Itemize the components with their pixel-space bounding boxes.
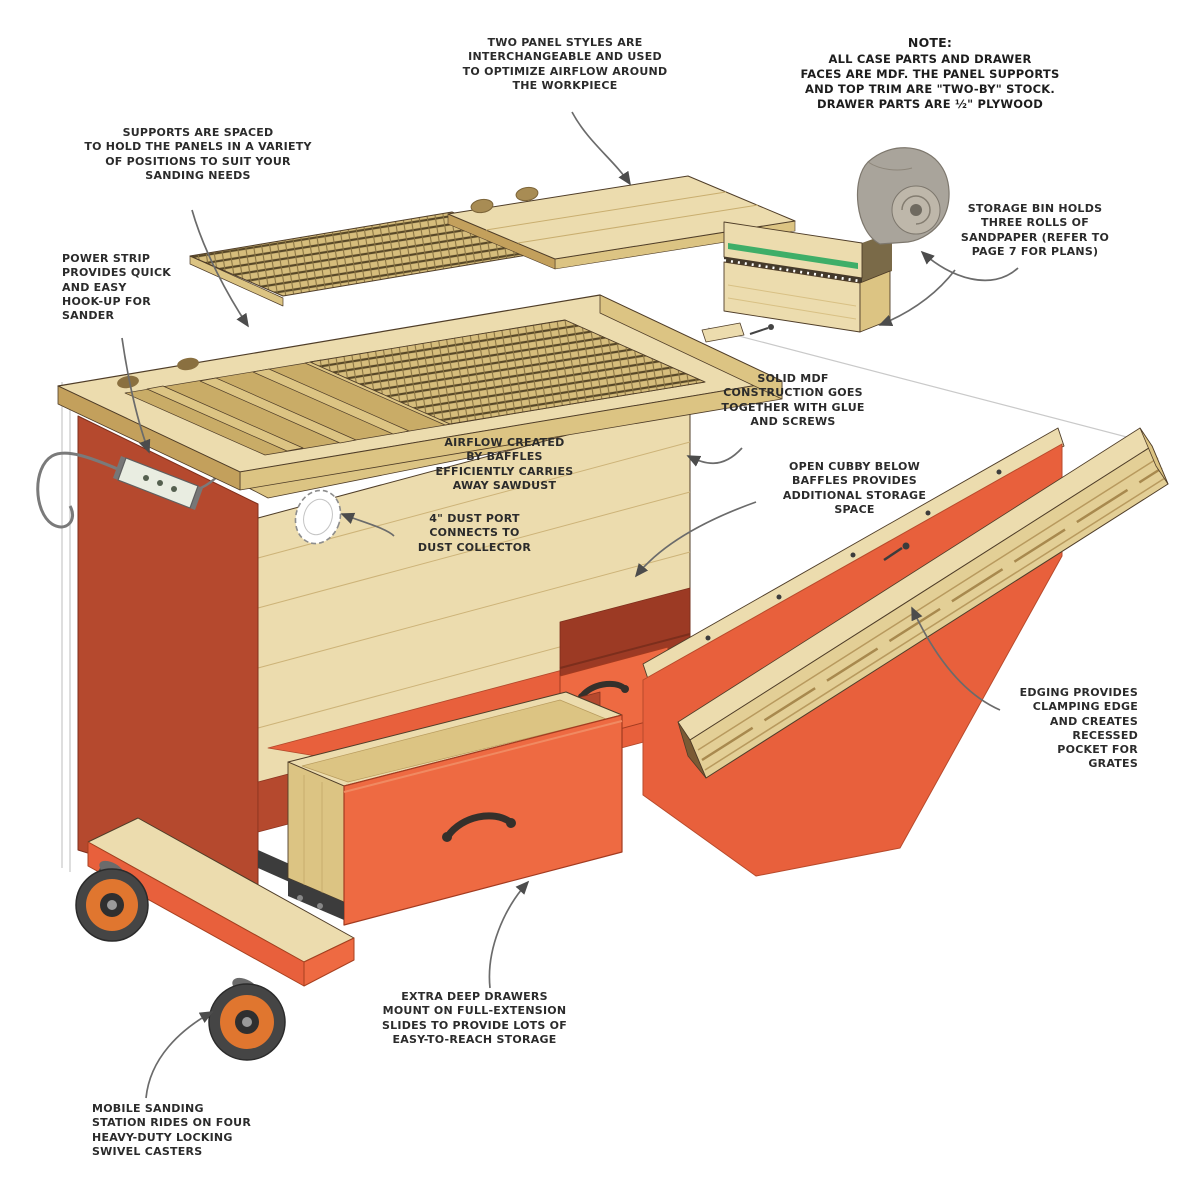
base-plank-end <box>303 937 355 987</box>
drawer-side <box>287 761 345 903</box>
finger-hole <box>470 198 494 214</box>
drawer-slide <box>288 878 344 920</box>
callout-two-panel-styles: TWO PANEL STYLES ARE INTERCHANGEABLE AND… <box>462 36 668 92</box>
grate-panel-edge <box>189 255 284 307</box>
callout-casters: MOBILE SANDING STATION RIDES ON FOUR HEA… <box>92 1102 252 1158</box>
storage-bin <box>723 221 892 333</box>
slide-roller <box>297 895 303 901</box>
leader-line <box>634 501 757 578</box>
bin-green-stripe <box>728 243 858 269</box>
leader-line <box>686 447 743 467</box>
baffle-grain-lines <box>257 441 691 729</box>
exploded-top-panels <box>189 175 796 307</box>
power-cord-loop <box>36 451 121 529</box>
drawer-front-highlight <box>343 720 623 793</box>
leader-line <box>571 111 631 186</box>
solid-panel-exploded <box>447 175 796 260</box>
leader-line <box>878 269 956 326</box>
note-block: NOTE: ALL CASE PARTS AND DRAWER FACES AR… <box>770 20 1090 112</box>
panel-support-cleat <box>199 377 357 444</box>
screw-head <box>902 542 910 550</box>
leader-line <box>920 250 1019 282</box>
drawer-front <box>343 714 623 926</box>
grate-panel-installed <box>309 319 706 425</box>
callout-dust-port: 4" DUST PORT CONNECTS TO DUST COLLECTOR <box>417 512 532 554</box>
base-and-casters <box>75 817 355 1061</box>
screw-head <box>996 469 1002 475</box>
leader-line <box>488 880 530 989</box>
top-trim-cleat <box>701 322 745 343</box>
screw <box>883 546 903 562</box>
top-frame <box>57 294 783 491</box>
bin-grain <box>727 284 857 320</box>
screw-head <box>768 324 774 330</box>
callout-open-cubby: OPEN CUBBY BELOW BAFFLES PROVIDES ADDITI… <box>782 460 927 516</box>
outlet <box>143 475 149 481</box>
outlet <box>157 480 163 486</box>
drawer-side-grain <box>303 775 323 895</box>
callout-airflow: AIRFLOW CREATED BY BAFFLES EFFICIENTLY C… <box>435 436 574 492</box>
callout-storage-bin: STORAGE BIN HOLDS THREE ROLLS OF SANDPAP… <box>960 202 1110 258</box>
callout-supports-spacing: SUPPORTS ARE SPACED TO HOLD THE PANELS I… <box>84 126 312 182</box>
callout-drawers: EXTRA DEEP DRAWERS MOUNT ON FULL-EXTENSI… <box>381 990 568 1046</box>
top-frame-right-edge <box>599 294 783 400</box>
callout-solid-mdf: SOLID MDF CONSTRUCTION GOES TOGETHER WIT… <box>721 372 865 428</box>
caster-axle <box>242 1017 252 1027</box>
roll-core <box>910 204 922 216</box>
edging-bar <box>677 427 1169 779</box>
handle-cap <box>506 818 516 828</box>
leader-line <box>340 512 395 537</box>
bin-interior <box>862 232 892 282</box>
projection-line <box>707 327 1147 443</box>
cubby-shelf-line <box>559 633 691 669</box>
finger-hole <box>117 375 139 389</box>
solid-panel-seams <box>485 191 759 244</box>
finger-hole <box>177 357 199 371</box>
leader-lines <box>121 111 1019 1099</box>
edging-groove <box>704 477 1166 771</box>
screw-head <box>705 635 711 641</box>
panel-support-cleat <box>252 368 410 435</box>
strip-end-cap <box>190 486 203 510</box>
note-text: ALL CASE PARTS AND DRAWER FACES ARE MDF.… <box>800 51 1060 112</box>
note-label: NOTE: <box>907 35 953 51</box>
callout-power-strip: POWER STRIP PROVIDES QUICK AND EASY HOOK… <box>62 252 172 323</box>
screw-head <box>850 552 856 558</box>
drawer-handle <box>445 812 513 839</box>
drawer-handle-2 <box>579 680 626 699</box>
top-frame-left-edge <box>57 385 241 491</box>
leader-line <box>911 606 1001 711</box>
drawer-open <box>287 691 623 926</box>
caster-axle <box>107 900 117 910</box>
leader-line <box>121 337 151 454</box>
slide-roller <box>317 903 323 909</box>
leader-line <box>145 1011 214 1099</box>
handle-cap <box>621 685 629 693</box>
finger-hole <box>515 186 539 202</box>
screw <box>749 327 769 335</box>
edging-end-cap <box>1139 427 1169 485</box>
leader-line <box>191 209 249 328</box>
outlet <box>171 486 177 492</box>
edging-groove-slots <box>701 466 1163 762</box>
edging-groove <box>697 457 1159 751</box>
screw-head <box>776 594 782 600</box>
dust-port-inner-ring <box>303 498 333 536</box>
callout-edging: EDGING PROVIDES CLAMPING EDGE AND CREATE… <box>1019 686 1138 771</box>
sandpaper-roll <box>856 147 950 245</box>
handle-cap <box>442 832 452 842</box>
strip-end-cap <box>113 456 126 480</box>
edging-end-grain <box>677 721 707 779</box>
screw-head <box>925 510 931 516</box>
roll-spiral <box>901 195 931 225</box>
roll-flap-line <box>867 161 913 171</box>
panel-support-cleat <box>146 385 304 452</box>
